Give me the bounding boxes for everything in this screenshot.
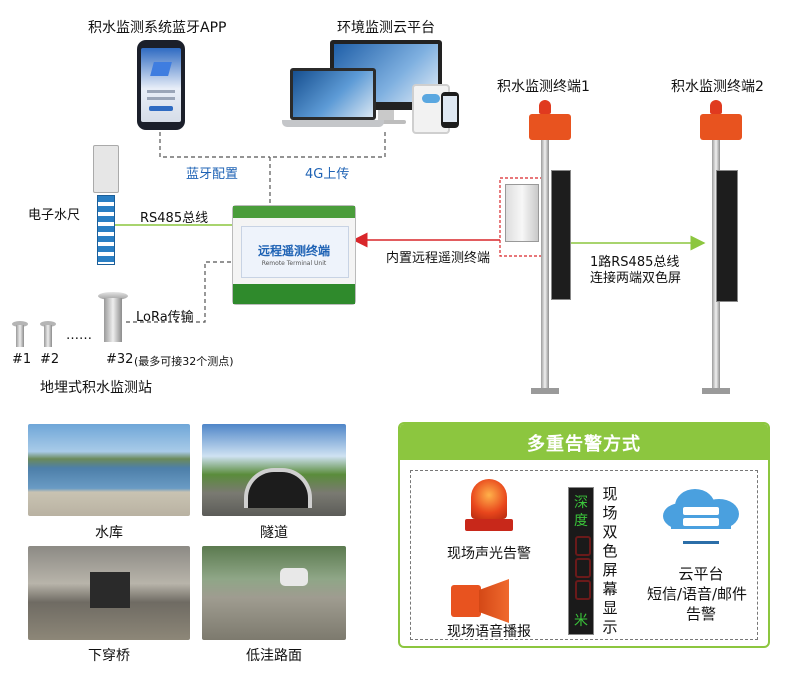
sensor-note: (最多可接32个测点) [134,355,234,368]
app-logo-icon [150,62,172,76]
rtu-device: 远程遥测终端 Remote Terminal Unit [232,205,356,305]
screen-label-char: 幕 [602,580,618,598]
screen-digit-1 [575,536,591,556]
terminal-2-pole [690,100,750,400]
voice-label: 现场语音播报 [447,624,531,640]
terminal-1-speaker-icon [529,114,571,140]
screen-label-char: 屏 [602,561,618,579]
phone-image [137,40,185,130]
cloud-label-2: 短信/语音/邮件 [646,585,748,603]
cloud-icon [422,94,440,103]
terminal-2-label: 积水监测终端2 [671,79,764,95]
lora-label: LoRa传输 [136,310,194,325]
rtu-enclosure [505,184,539,242]
bt-app-label: 积水监测系统蓝牙APP [88,20,227,36]
rs485-dual-label-1: 1路RS485总线 [590,255,680,270]
scene-lowroad-photo [202,546,346,640]
scene-tunnel-caption: 隧道 [260,525,288,541]
terminal-2-screen [716,170,738,302]
terminal-1-label: 积水监测终端1 [497,79,590,95]
screen-label-char: 示 [602,618,618,636]
phone-small-image [441,92,459,128]
screen-char-1: 深 [574,495,588,511]
cloud-label-1: 云平台 [678,565,724,583]
rtu-title: 远程遥测终端 [257,244,330,258]
alert-methods-panel: 多重告警方式 现场声光告警 现场语音播报 深 度 米 现 场 双 色 屏 [398,422,770,648]
4g-upload-label: 4G上传 [305,167,350,182]
screen-label-char: 场 [602,504,618,522]
bluetooth-link [159,132,270,158]
screen-label-char: 显 [602,599,618,617]
sensor-32-label: #32 [106,352,134,367]
scene-underpass-caption: 下穿桥 [88,648,130,664]
buried-station-label: 地埋式积水监测站 [40,380,152,396]
bt-config-label: 蓝牙配置 [186,167,239,182]
terminal-2-speaker-icon [700,114,742,140]
laptop-image [290,68,376,120]
screen-char-3: 米 [574,613,588,629]
screen-label-char: 色 [602,542,618,560]
screen-digit-2 [575,558,591,578]
lora-link [126,261,232,323]
rtu-subtitle: Remote Terminal Unit [261,260,327,267]
screen-label-char: 双 [602,523,618,541]
alert-inner-box: 现场声光告警 现场语音播报 深 度 米 现 场 双 色 屏 幕 显 示 [410,470,758,640]
sensor-1-image [12,321,28,347]
scene-reservoir-photo [28,424,190,516]
cloud-server-icon [663,489,739,555]
sensor-2-label: #2 [40,352,60,367]
scene-underpass-photo [28,546,190,640]
builtin-rtu-label: 内置远程遥测终端 [386,251,491,266]
laptop-base [282,120,384,127]
water-gauge-label: 电子水尺 [28,208,81,223]
speaker-icon [451,579,511,623]
water-gauge-image [93,145,119,265]
sensor-1-label: #1 [12,352,32,367]
scene-tunnel-photo [202,424,346,516]
terminal-2-strobe-icon [710,100,722,114]
strobe-light-icon [463,479,515,533]
alert-title: 多重告警方式 [527,434,641,455]
terminal-1-strobe-icon [539,100,551,114]
cloud-label-3: 告警 [685,605,716,623]
terminal-1-pole [515,100,575,400]
rs485-dual-label-2: 连接两端双色屏 [590,271,682,286]
terminal-1-screen [551,170,571,300]
sensor-2-image [40,321,56,347]
screen-char-2: 度 [574,513,588,529]
sensor-dots: …… [66,328,92,343]
alert-header [400,424,768,460]
screen-digit-3 [575,580,591,600]
scene-lowroad-caption: 低洼路面 [246,648,302,664]
4g-link [269,132,386,205]
dual-color-screen: 深 度 米 [568,487,594,635]
screen-label-char: 现 [602,485,618,503]
strobe-label: 现场声光告警 [447,546,531,562]
rs485-bus-label: RS485总线 [140,211,209,226]
scene-reservoir-caption: 水库 [95,525,123,541]
cloud-platform-label: 环境监测云平台 [337,20,435,36]
sensor-32-image [98,292,128,344]
